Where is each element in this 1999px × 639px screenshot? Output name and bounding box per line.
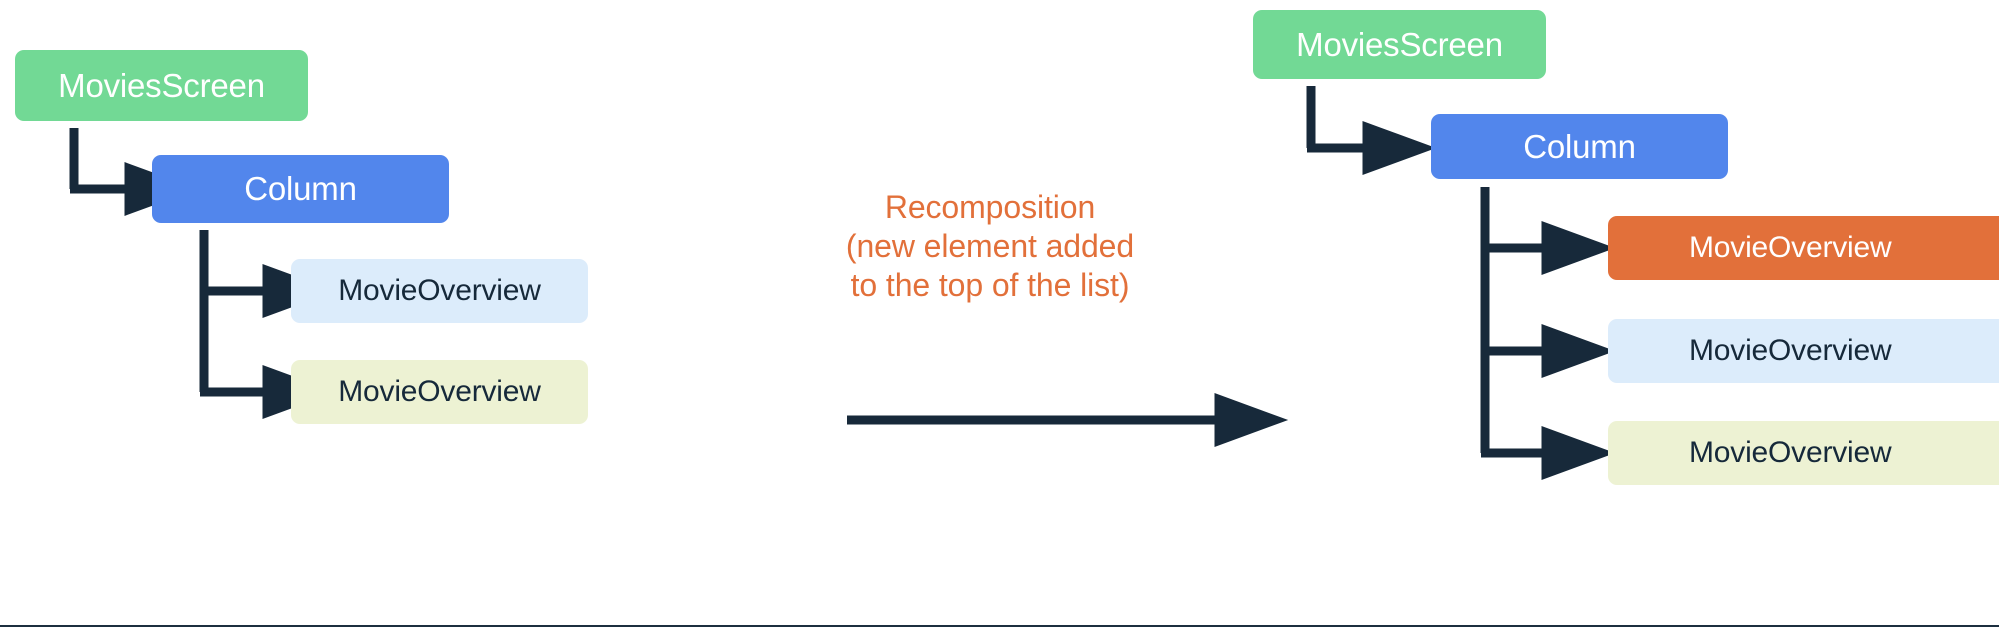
left-node-movie-overview-1[interactable]: MovieOverview [291, 259, 588, 323]
node-label: Column [244, 170, 357, 207]
right-edge-column-to-children [1480, 187, 1616, 480]
right-edge-root-to-column [1306, 86, 1437, 175]
right-node-movie-overview-new[interactable]: MovieOverview [1608, 216, 1999, 280]
caption-line-1: Recomposition [884, 189, 1096, 225]
bottom-divider [0, 625, 1999, 627]
right-node-movie-overview-2[interactable]: MovieOverview [1608, 319, 1999, 383]
left-edge-column-to-children [199, 230, 337, 419]
node-label: MovieOverview [1689, 436, 1892, 469]
node-label: MoviesScreen [1296, 25, 1503, 63]
right-node-movie-overview-3[interactable]: MovieOverview [1608, 421, 1999, 485]
left-node-column[interactable]: Column [152, 155, 449, 223]
node-label: MovieOverview [1689, 334, 1892, 367]
node-label: MovieOverview [1689, 231, 1892, 264]
node-label: MovieOverview [338, 375, 541, 408]
right-node-column[interactable]: Column [1431, 114, 1728, 179]
left-edge-root-to-column [69, 128, 199, 216]
caption-line-2: (new element added [845, 228, 1135, 264]
caption-line-3: to the top of the list) [850, 267, 1130, 303]
recomposition-caption: Recomposition (new element added to the … [795, 188, 1185, 305]
right-node-movies-screen[interactable]: MoviesScreen [1253, 10, 1546, 79]
left-node-movies-screen[interactable]: MoviesScreen [15, 50, 308, 121]
node-label: Column [1523, 127, 1636, 165]
node-label: MoviesScreen [58, 66, 265, 104]
node-label: MovieOverview [338, 274, 541, 307]
left-node-movie-overview-2[interactable]: MovieOverview [291, 360, 588, 424]
